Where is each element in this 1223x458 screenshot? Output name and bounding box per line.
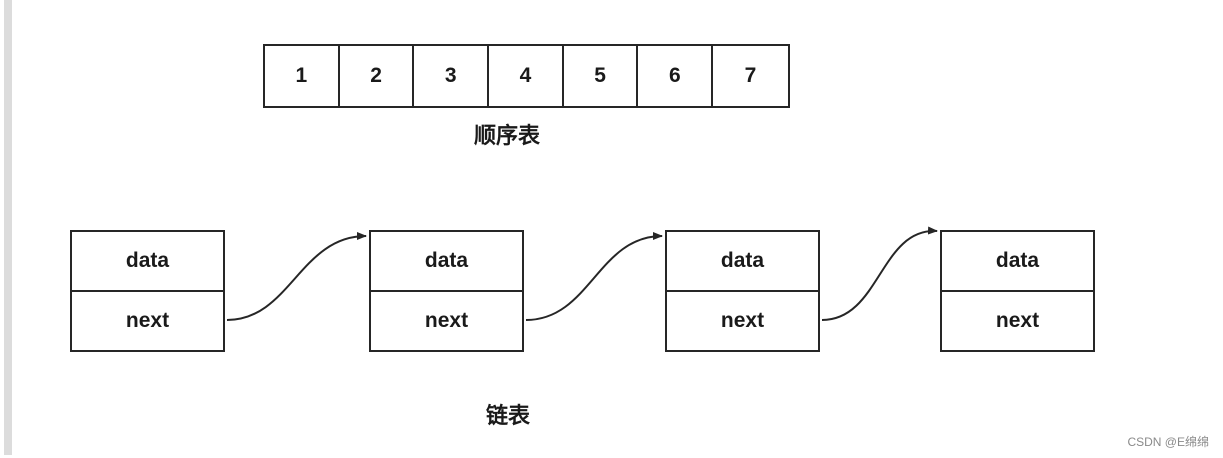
node-data-field: data: [371, 232, 522, 292]
node-next-field: next: [995, 309, 1040, 332]
array-cell: 1: [265, 46, 340, 106]
node-next-field: next: [720, 309, 765, 332]
array-cell: 6: [638, 46, 714, 106]
sequential-list-caption: 顺序表: [474, 123, 541, 148]
array-cell: 2: [340, 46, 415, 106]
next-pointer-arrow: [525, 232, 663, 321]
node-data-field: data: [667, 232, 818, 292]
linked-list-node: data next: [665, 230, 820, 352]
array-cell: 4: [489, 46, 564, 106]
array-cell: 3: [414, 46, 490, 106]
node-data-field: data: [72, 232, 223, 292]
next-pointer-arrow: [226, 232, 367, 321]
node-data-field: data: [942, 232, 1093, 292]
linked-list-node: data next: [70, 230, 225, 352]
array-cell: 7: [744, 64, 757, 87]
linked-list-node: data next: [940, 230, 1095, 352]
linked-list-caption: 链表: [486, 403, 531, 428]
sequential-list-array: 1 2 3 4 5 6 7: [263, 44, 790, 108]
next-pointer-arrow: [821, 226, 938, 321]
array-cell: 5: [564, 46, 639, 106]
left-border-rule: [4, 0, 12, 455]
node-next-field: next: [125, 309, 170, 332]
watermark: CSDN @E绵绵: [1127, 435, 1209, 449]
linked-list-node: data next: [369, 230, 524, 352]
node-next-field: next: [424, 309, 469, 332]
